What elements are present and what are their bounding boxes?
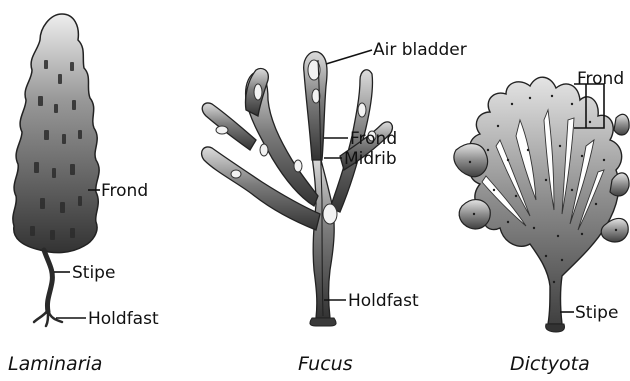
- fucus-holdfast-label: Holdfast: [348, 291, 419, 311]
- dictyota-frond-label: Frond: [577, 69, 624, 89]
- dictyota-illustration: Frond Stipe: [454, 69, 629, 332]
- fucus-illustration: Air bladder Frond Midrib Holdfast: [202, 40, 467, 326]
- laminaria-caption: Laminaria: [8, 353, 102, 375]
- laminaria-frond-shape: [13, 14, 99, 253]
- laminaria-frond-label: Frond: [101, 181, 148, 201]
- dictyota-stipe-shape: [546, 324, 565, 332]
- dictyota-stipe-label: Stipe: [575, 303, 618, 323]
- fucus-midrib-label: Midrib: [344, 149, 397, 169]
- fucus-trunk-shape: [312, 156, 334, 318]
- fucus-holdfast-shape: [310, 318, 336, 326]
- laminaria-illustration: Frond Stipe Holdfast: [13, 14, 159, 329]
- laminaria-holdfast-label: Holdfast: [88, 309, 159, 329]
- fucus-air-bladder-label: Air bladder: [373, 40, 467, 60]
- laminaria-stipe-shape: [44, 250, 52, 312]
- dictyota-thallus-shape: [470, 77, 622, 324]
- fucus-caption: Fucus: [298, 353, 353, 375]
- laminaria-stipe-label: Stipe: [72, 263, 115, 283]
- fucus-frond-label: Frond: [350, 129, 397, 149]
- dictyota-caption: Dictyota: [510, 353, 590, 375]
